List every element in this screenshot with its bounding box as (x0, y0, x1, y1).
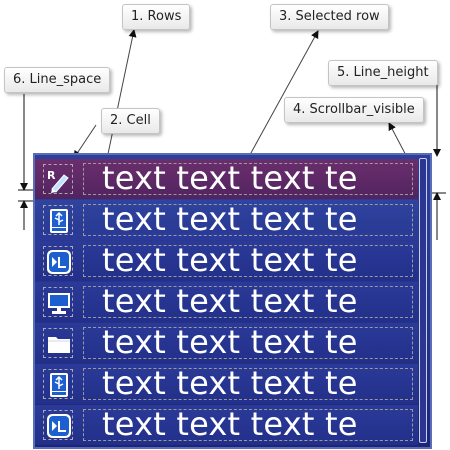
row-text-cell: text text text te (83, 204, 413, 236)
edit-icon: R (43, 164, 73, 194)
callout-rows: 1. Rows (122, 4, 191, 30)
row-text-cell: text text text te (83, 327, 413, 359)
list-row[interactable]: text text text te (35, 200, 418, 240)
row-text-cell: text text text te (83, 368, 413, 400)
list-row[interactable]: text text text te (35, 323, 418, 363)
media-icon (43, 246, 73, 276)
svg-text:R: R (47, 169, 56, 182)
usb-icon (43, 205, 73, 235)
list-row[interactable]: text text text te (35, 405, 418, 445)
cell-leader-line (73, 124, 97, 159)
list-row[interactable]: text text text te (35, 282, 418, 322)
list-row[interactable]: text text text te (35, 241, 418, 281)
row-text-cell: text text text te (83, 245, 413, 277)
callout-line-height: 5. Line_height (328, 60, 438, 86)
usb-icon (43, 369, 73, 399)
scrollbar[interactable] (419, 158, 427, 443)
callout-line-space: 6. Line_space (4, 67, 111, 93)
row-text-cell: text text text te (83, 163, 413, 195)
list-row[interactable]: text text text te (35, 364, 418, 404)
row-text-cell: text text text te (83, 409, 413, 441)
folder-icon (43, 328, 73, 358)
callout-selected-row: 3. Selected row (270, 4, 389, 30)
media-icon (43, 410, 73, 440)
callout-scrollbar-visible: 4. Scrollbar_visible (284, 97, 424, 123)
row-text-cell: text text text te (83, 286, 413, 318)
callout-cell: 2. Cell (101, 108, 160, 134)
computer-icon (43, 287, 73, 317)
